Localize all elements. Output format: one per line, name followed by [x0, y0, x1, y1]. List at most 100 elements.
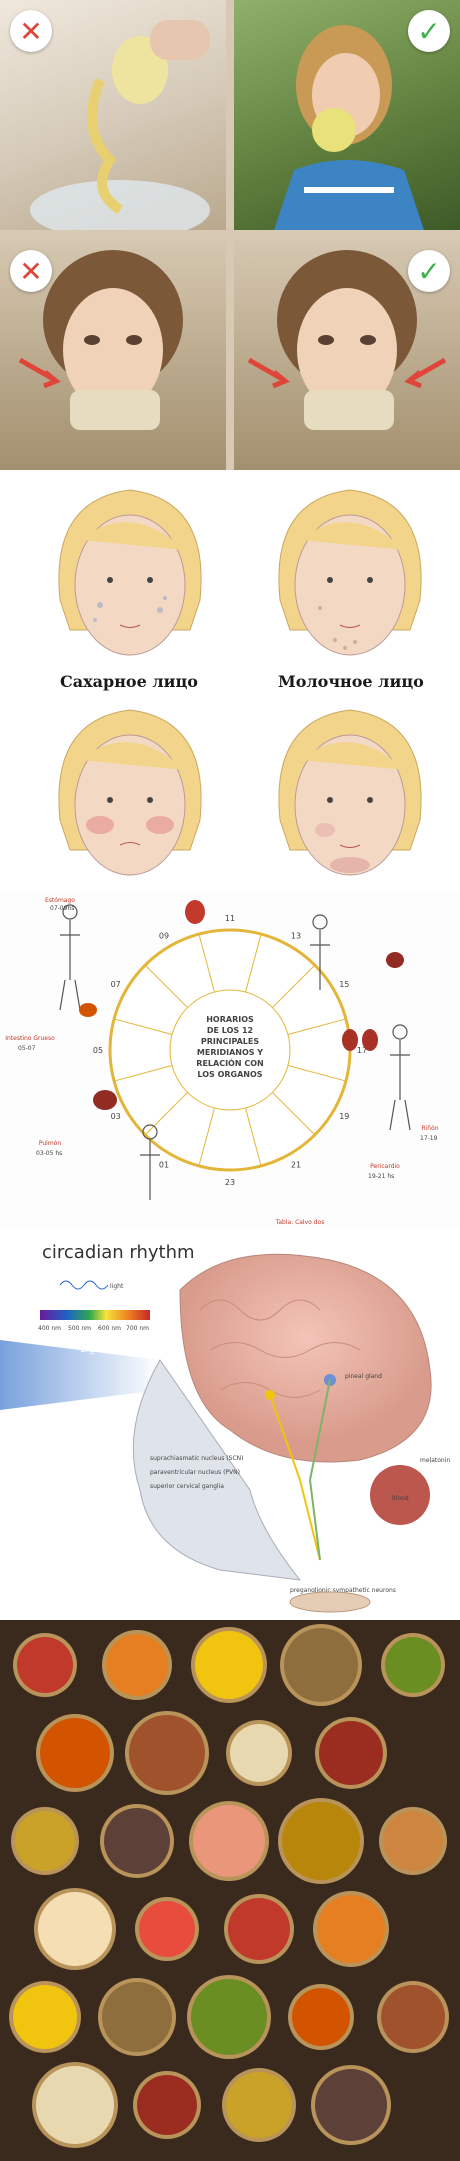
spice-mound — [191, 1979, 267, 2055]
spice-mound — [104, 1808, 170, 1874]
clock-footer: Tabla: Calvo dos — [275, 1219, 325, 1226]
clock-spoke — [272, 964, 316, 1008]
label-pineal: pineal gland — [345, 1373, 382, 1380]
clock-hour-label: 07 — [111, 980, 121, 989]
clock-hour-label: 15 — [339, 980, 349, 989]
label-pericardium-hours: 19-21 hs — [368, 1173, 394, 1180]
light-beam-label: Light — [80, 1344, 105, 1355]
face-gluten — [278, 709, 422, 876]
clock-spoke — [198, 933, 215, 993]
clock-title-line: PRINCIPALES — [201, 1037, 259, 1046]
biting-sandwich-sides-photo: ✓ — [234, 240, 460, 470]
body-figures — [59, 904, 411, 1200]
clock-title-line: HORARIOS — [206, 1015, 254, 1024]
label-stomach: Estómago — [45, 897, 75, 904]
spice-mound — [137, 2075, 197, 2135]
right-badge-icon: ✓ — [408, 250, 450, 292]
clock-spoke — [144, 964, 188, 1008]
label-stomach-hours: 07-09hs — [50, 905, 74, 912]
spice-mound — [383, 1811, 443, 1871]
spice-mound — [15, 1811, 75, 1871]
spectrum-700: 700 nm — [126, 1325, 149, 1332]
label-large-intestine-hours: 05-07 — [18, 1045, 36, 1052]
clock-spoke — [113, 1065, 173, 1082]
spice-mound — [284, 1628, 358, 1702]
spice-mound — [139, 1901, 195, 1957]
spice-mound — [102, 1982, 172, 2052]
clock-inner-ring — [169, 989, 291, 1111]
label-pvn: paraventricular nucleus (PVN) — [150, 1469, 240, 1476]
face-sugar — [58, 489, 202, 656]
spice-mound — [315, 2069, 387, 2141]
spice-mound — [319, 1721, 383, 1785]
peeling-apple-photo: ✕ — [0, 0, 226, 230]
spice-mound — [106, 1634, 168, 1696]
spice-mound — [230, 1724, 288, 1782]
organ-icons — [79, 900, 404, 1110]
spice-mound — [317, 1895, 385, 1963]
milk-face-label: Молочное лицо — [278, 672, 424, 691]
spice-mound — [40, 1718, 110, 1788]
label-preganglionic: preganglionic sympathetic neurons — [290, 1587, 396, 1594]
light-beam — [0, 1340, 160, 1410]
head-silhouette — [132, 1359, 302, 1581]
light-spectrum-bar — [40, 1310, 150, 1320]
label-large-intestine: Intestino Grueso — [5, 1035, 55, 1042]
spice-mound — [381, 1985, 445, 2049]
label-pericardium: Pericardio — [370, 1163, 400, 1170]
label-melatonin: melatonin — [420, 1457, 450, 1464]
label-kidney-hours: 17-19 — [420, 1135, 438, 1142]
spices-bowls-photo — [0, 1620, 460, 2161]
label-scn: suprachiasmatic nucleus (SCN) — [150, 1455, 243, 1462]
clock-hour-label: 19 — [339, 1112, 349, 1121]
clock-spoke — [287, 1065, 347, 1082]
clock-hour-label: 03 — [111, 1112, 121, 1121]
eating-whole-apple-photo: ✓ — [234, 0, 460, 230]
wrong-badge-icon: ✕ — [10, 250, 52, 292]
spice-mound — [17, 1637, 73, 1693]
clock-hour-label: 09 — [159, 932, 169, 941]
spice-mound — [292, 1988, 350, 2046]
clock-hour-label: 11 — [225, 914, 235, 923]
blood-vessel — [370, 1465, 430, 1525]
clock-spoke — [245, 933, 262, 993]
spectrum-400: 400 nm — [38, 1325, 61, 1332]
label-scg: superior cervical ganglia — [150, 1483, 224, 1490]
spice-mound — [226, 2072, 292, 2138]
spice-mound — [129, 1715, 205, 1791]
spice-mound — [195, 1631, 263, 1699]
clock-hour-label: 01 — [159, 1160, 169, 1169]
spice-mound — [385, 1637, 441, 1693]
sugar-face-label: Сахарное лицо — [60, 672, 198, 691]
clock-title-line: RELACIÓN CON — [196, 1057, 263, 1068]
clock-spoke — [144, 1092, 188, 1136]
clock-title-line: LOS ORGANOS — [197, 1070, 262, 1079]
spice-mound — [228, 1898, 290, 1960]
clock-spoke — [113, 1018, 173, 1035]
spectrum-600: 600 nm — [98, 1325, 121, 1332]
right-badge-icon: ✓ — [408, 10, 450, 52]
face-wine — [58, 709, 202, 876]
circadian-rhythm-illustration: circadian rhythm light 400 nm 500 nm 600… — [0, 1230, 460, 1620]
clock-title-line: MERIDIANOS Y — [197, 1048, 263, 1057]
face-types-illustration: Сахарное лицо Молочное лицо — [0, 470, 460, 890]
circadian-svg: circadian rhythm light 400 nm 500 nm 600… — [0, 1242, 450, 1613]
biting-sandwich-front-photo: ✕ — [0, 240, 226, 470]
brain-shape — [179, 1253, 432, 1463]
label-lung: Pulmón — [39, 1140, 61, 1147]
spice-mound — [38, 1892, 112, 1966]
clock-hour-label: 17 — [357, 1046, 367, 1055]
face-milk — [278, 489, 422, 656]
clock-hour-label: 21 — [291, 1160, 301, 1169]
label-blood: blood — [392, 1495, 409, 1502]
spice-mound — [36, 2066, 114, 2144]
spice-mound — [13, 1985, 77, 2049]
faces-drawing — [58, 489, 422, 876]
clock-hour-label: 23 — [225, 1178, 235, 1187]
eating-comparison-grid: ✕ ✓ ✕ — [0, 0, 460, 470]
clock-title-line: DE LOS 12 — [207, 1026, 253, 1035]
clock-spoke — [245, 1107, 262, 1167]
clock-spoke — [272, 1092, 316, 1136]
spice-mound — [282, 1802, 360, 1880]
